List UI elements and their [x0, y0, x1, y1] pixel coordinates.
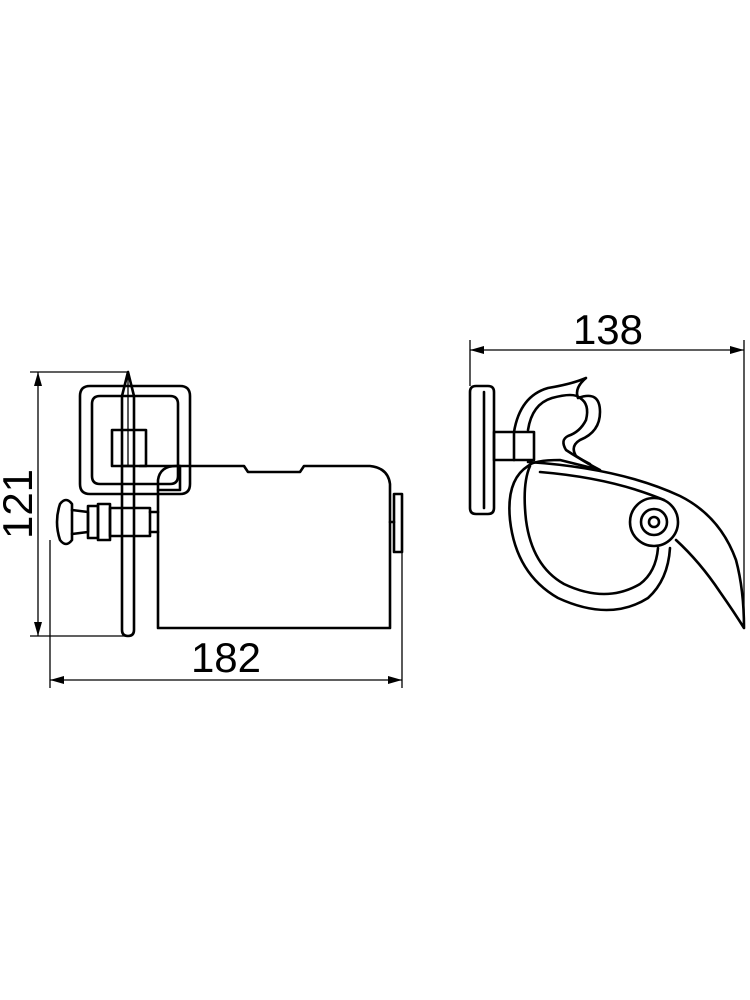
- dim-138-label: 138: [573, 306, 643, 353]
- wall-plate-outline: [78, 384, 192, 496]
- dim-182-label: 182: [191, 634, 261, 681]
- end-cap: [392, 492, 404, 554]
- knob-collar-3: [108, 506, 152, 538]
- dim-121-label: 121: [0, 469, 41, 539]
- dim-182-arrow-left: [50, 676, 64, 684]
- roller-outer: [628, 496, 680, 548]
- cover-seam: [156, 464, 182, 492]
- dim-138-arrow-left: [470, 346, 484, 354]
- knob-shaft: [70, 508, 90, 536]
- cover-flap-inner: [538, 470, 666, 502]
- front-wall-plate: [468, 384, 496, 516]
- dim-182-arrow-right: [388, 676, 402, 684]
- roller-center: [647, 515, 661, 529]
- wall-plate-socket: [110, 428, 148, 468]
- decorative-knob: [55, 498, 74, 546]
- cover-flap: [526, 460, 746, 630]
- front-view: 138: [468, 306, 746, 630]
- knob-collar-1: [86, 504, 100, 540]
- wall-plate-inner: [90, 394, 180, 486]
- knob-collar-2: [96, 502, 112, 542]
- roller-inner: [639, 507, 669, 537]
- dim-121-arrow-bottom: [34, 622, 42, 636]
- side-view: 121 182: [0, 370, 404, 688]
- u-shaped-arm-inner: [523, 464, 660, 596]
- paper-cover: [156, 464, 392, 630]
- dim-121-arrow-top: [34, 372, 42, 386]
- dim-138-arrow-right: [730, 346, 744, 354]
- vertical-stem: [120, 464, 136, 638]
- decorative-scroll: [526, 393, 592, 466]
